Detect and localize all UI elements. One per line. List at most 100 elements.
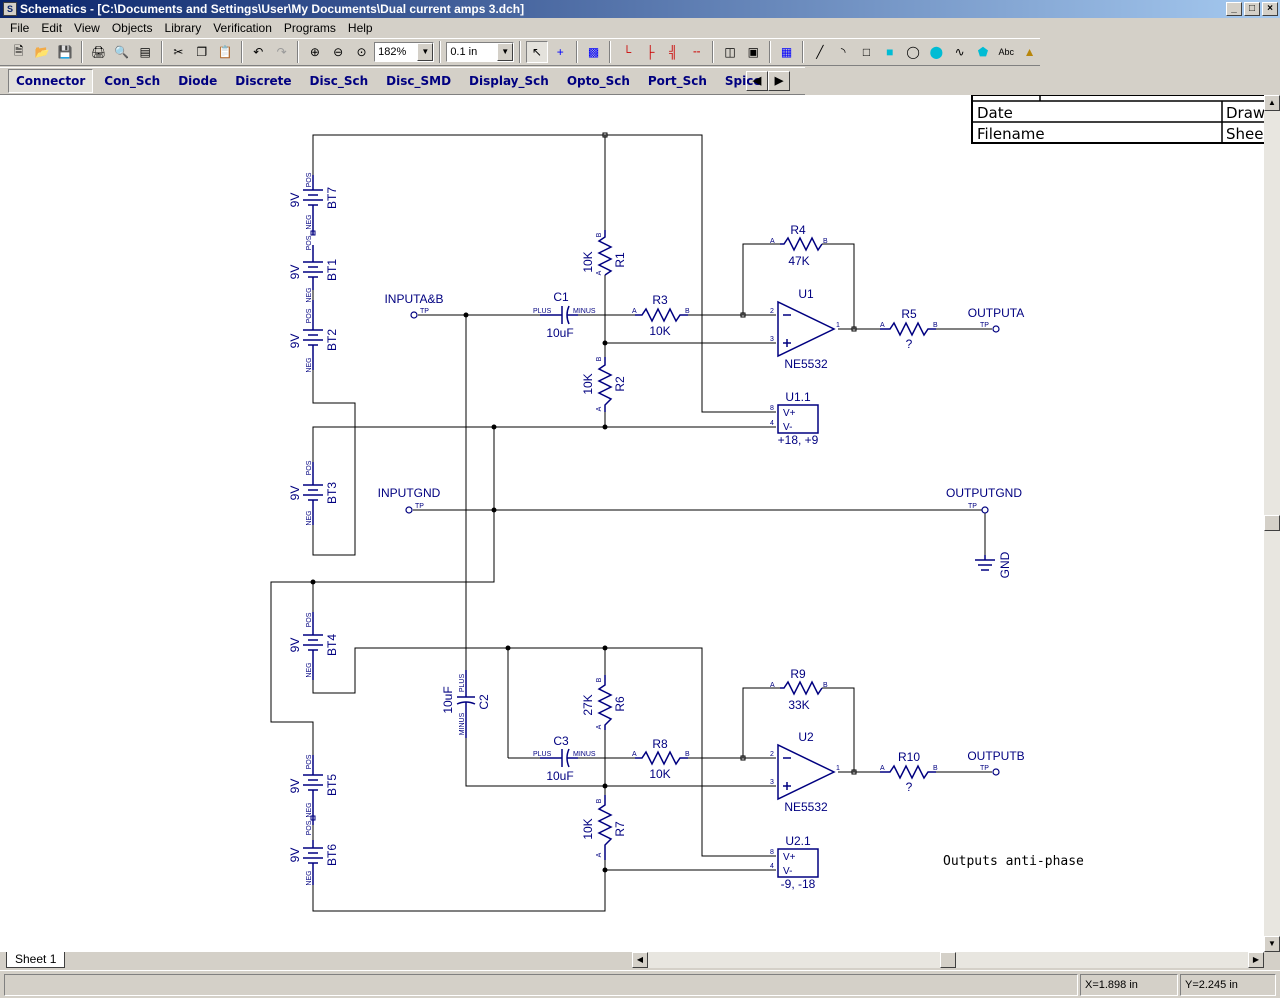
menu-edit[interactable]: Edit [41, 21, 63, 35]
close-button[interactable]: × [1262, 2, 1278, 16]
lib-tab-diode[interactable]: Diode [178, 74, 218, 88]
zoom-fit-icon[interactable]: ⊙ [356, 45, 367, 59]
rectangle-icon[interactable]: □ [862, 45, 871, 59]
save-icon[interactable]: 💾 [57, 45, 73, 59]
title-block-date: Date [977, 104, 1013, 122]
polygon-icon[interactable]: ⬟ [977, 45, 989, 59]
zoom-out-icon[interactable]: ⊖ [333, 45, 344, 59]
schematic-canvas[interactable]: Date Draw Filename Shee [0, 95, 1264, 952]
scroll-right-icon[interactable]: ▶ [1248, 952, 1264, 968]
scroll-up-icon[interactable]: ▲ [1264, 95, 1280, 111]
library-tab-nav: ◀ ▶ [746, 71, 790, 91]
paste-icon[interactable]: 📋 [217, 45, 233, 59]
arc-icon[interactable]: ◝ [840, 45, 846, 59]
print-preview-icon[interactable]: 🔍 [114, 45, 130, 59]
tab-scroll-right-icon[interactable]: ▶ [768, 71, 790, 91]
horizontal-scrollbar[interactable]: ◀ ▶ [632, 952, 1264, 968]
menu-objects[interactable]: Objects [111, 21, 153, 35]
app-icon[interactable]: S [3, 2, 17, 16]
vertical-scrollbar[interactable]: ▲ ▼ [1264, 95, 1280, 952]
polyline-icon[interactable]: ∿ [954, 45, 965, 59]
lib-tab-disc-smd[interactable]: Disc_SMD [386, 74, 452, 88]
menu-verification[interactable]: Verification [213, 21, 272, 35]
pin-a: A [596, 270, 603, 275]
lib-tab-disc-sch[interactable]: Disc_Sch [309, 74, 369, 88]
zoom-combo[interactable]: 182% ▼ [374, 42, 435, 62]
port-outputgnd: OUTPUTGND [946, 486, 1022, 500]
lib-tab-spice[interactable]: Spice [724, 74, 762, 88]
horizontal-scroll-thumb[interactable] [940, 952, 956, 968]
bt5-value: 9V [288, 779, 302, 794]
r5-value: ? [906, 337, 913, 351]
table-icon[interactable]: ▦ [780, 45, 793, 59]
pin-neg: NEG [306, 802, 313, 817]
scroll-left-icon[interactable]: ◀ [632, 952, 648, 968]
undo-icon[interactable]: ↶ [253, 45, 264, 59]
component-icon[interactable]: ▩ [587, 45, 600, 59]
sheet-tab[interactable]: Sheet 1 [6, 952, 66, 968]
scroll-down-icon[interactable]: ▼ [1264, 936, 1280, 952]
restore-button[interactable]: □ [1244, 2, 1260, 16]
chevron-down-icon[interactable]: ▼ [497, 43, 514, 61]
r4-label: R4 [790, 223, 806, 237]
filled-ellipse-icon[interactable]: ⬤ [929, 45, 944, 59]
capacitor-labels: C1 10uF C3 10uF C2 10uF [441, 290, 574, 783]
r3-value: 10K [649, 324, 670, 338]
window-controls: _ □ × [1226, 2, 1278, 16]
image-icon[interactable]: ▲ [1023, 45, 1036, 59]
crosshair-icon[interactable]: + [556, 45, 564, 59]
menu-library[interactable]: Library [164, 21, 202, 35]
lib-tab-connector[interactable]: Connector [8, 69, 94, 93]
menu-help[interactable]: Help [347, 21, 373, 35]
schematic-drawing[interactable]: Date Draw Filename Shee [0, 95, 1264, 952]
pin-8: 8 [770, 405, 774, 412]
open-folder-icon[interactable]: 📂 [34, 45, 50, 59]
zoom-in-icon[interactable]: ⊕ [309, 45, 320, 59]
properties-icon[interactable]: ▤ [139, 45, 151, 59]
r1-value: 10K [581, 251, 595, 272]
menu-programs[interactable]: Programs [283, 21, 336, 35]
port-outputb: OUTPUTB [967, 749, 1024, 763]
wire-icon[interactable]: └ [622, 45, 632, 59]
pin-pos: POS [306, 308, 313, 323]
lib-tab-con-sch[interactable]: Con_Sch [104, 74, 161, 88]
ref-designator-icon[interactable]: ◫ [724, 45, 736, 59]
u1-vminus: V- [783, 422, 792, 433]
select-arrow-icon[interactable]: ↖ [526, 41, 548, 63]
chevron-down-icon[interactable]: ▼ [417, 43, 434, 61]
junction-icon[interactable]: ╌ [693, 45, 701, 59]
tab-scroll-left-icon[interactable]: ◀ [746, 71, 768, 91]
pin-a: A [770, 238, 775, 245]
status-x-coord: X=1.898 in [1080, 974, 1178, 996]
pin-8: 8 [770, 849, 774, 856]
opamp-inner-labels: V+ V- V+ V- [783, 408, 796, 877]
pin-b: B [596, 232, 603, 237]
chip-icon[interactable]: ▣ [747, 45, 759, 59]
pin-4: 4 [770, 420, 774, 427]
pin-tp: TP [968, 503, 977, 510]
lib-tab-display-sch[interactable]: Display_Sch [469, 74, 549, 88]
lib-tab-discrete[interactable]: Discrete [235, 74, 292, 88]
net-label-icon[interactable]: ╣ [669, 45, 678, 59]
filled-rectangle-icon[interactable]: ■ [886, 45, 894, 59]
pin-b: B [596, 798, 603, 803]
toolbar-separator [80, 41, 83, 63]
u2-1-rails: -9, -18 [781, 877, 816, 891]
lib-tab-port-sch[interactable]: Port_Sch [647, 74, 707, 88]
bus-icon[interactable]: ├ [645, 45, 655, 59]
print-icon[interactable]: 🖨 [90, 45, 107, 59]
text-tool-icon[interactable]: Abc [998, 47, 1015, 57]
menu-view[interactable]: View [74, 21, 100, 35]
line-icon[interactable]: ╱ [816, 45, 824, 59]
copy-icon[interactable]: ❐ [196, 45, 208, 59]
menu-file[interactable]: File [10, 21, 30, 35]
vertical-scroll-thumb[interactable] [1264, 515, 1280, 531]
lib-tab-opto-sch[interactable]: Opto_Sch [566, 74, 630, 88]
ellipse-icon[interactable]: ◯ [906, 45, 920, 59]
cut-icon[interactable]: ✂ [173, 45, 184, 59]
r10-value: ? [906, 780, 913, 794]
new-file-icon[interactable]: 🗎 [13, 43, 24, 58]
grid-combo[interactable]: 0.1 in ▼ [446, 42, 515, 62]
minimize-button[interactable]: _ [1226, 2, 1242, 16]
redo-icon[interactable]: ↷ [276, 45, 287, 59]
